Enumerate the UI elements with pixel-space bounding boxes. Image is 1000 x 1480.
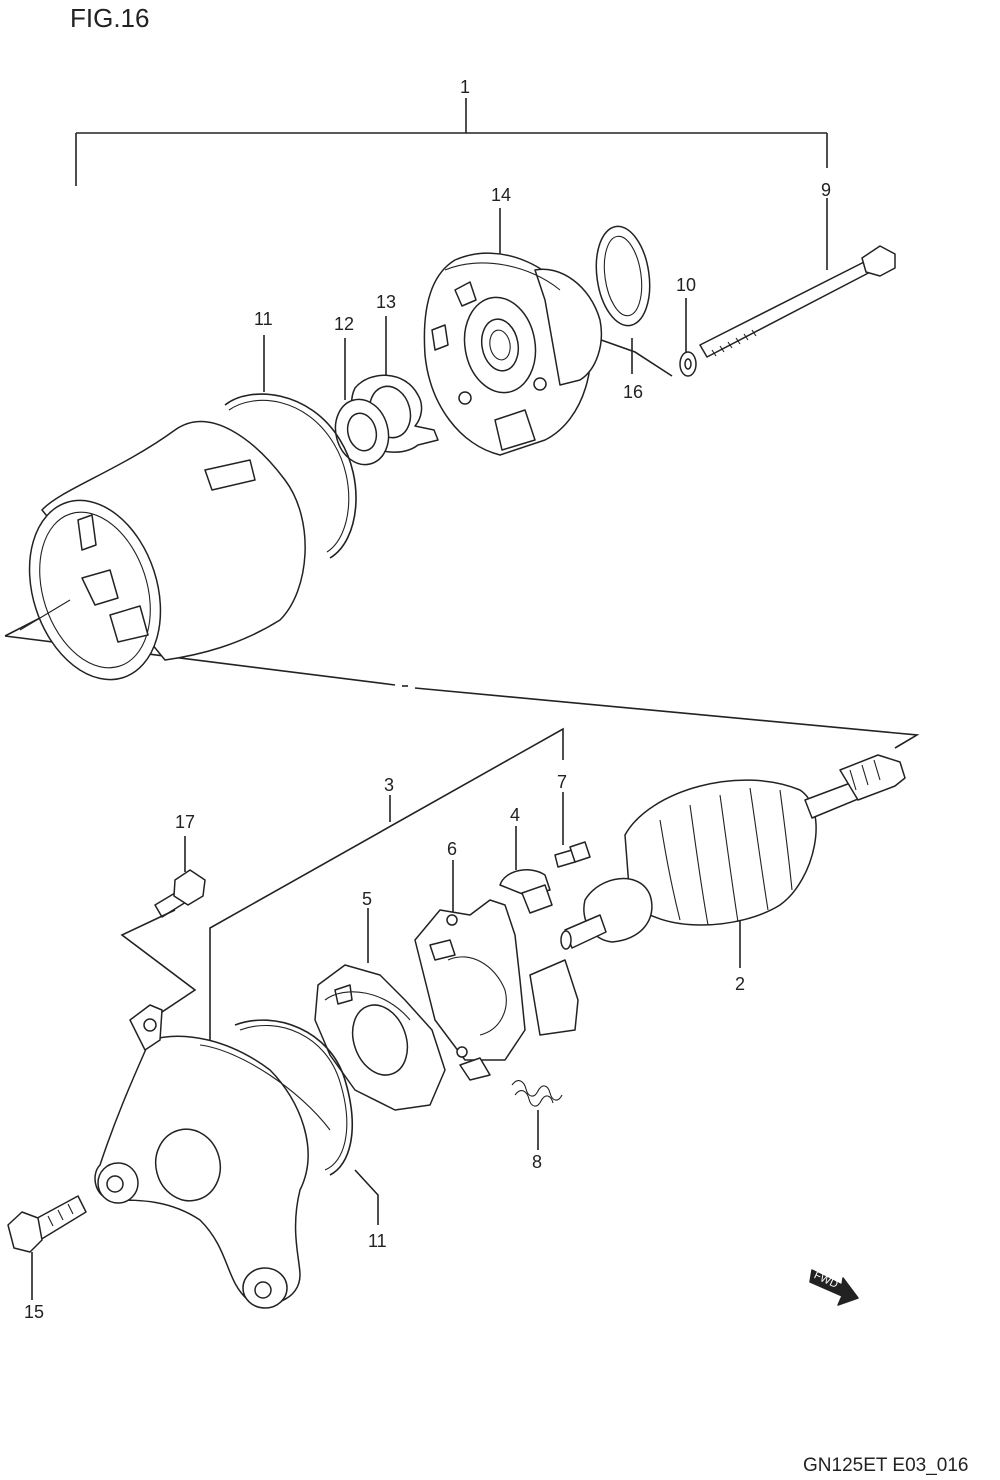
assembly-bracket: [75, 98, 828, 186]
screw-17: [120, 836, 206, 1021]
callout-8: 8: [532, 1152, 542, 1172]
callout-9: 9: [821, 180, 831, 200]
callout-5: 5: [362, 889, 372, 909]
callout-10: 10: [676, 275, 696, 295]
figure-code: GN125ET E03_016: [803, 1455, 969, 1476]
yoke-case: [19, 420, 306, 681]
bolt-15: [7, 1195, 87, 1300]
o-ring-16: [589, 225, 673, 377]
bolt-long: [699, 198, 896, 358]
callout-3: 3: [384, 775, 394, 795]
brush-4: [499, 826, 553, 914]
screw-7: [554, 792, 591, 868]
callout-11-bottom: 11: [368, 1231, 387, 1251]
callout-11-top: 11: [254, 309, 273, 329]
callout-14: 14: [491, 185, 511, 205]
housing-end-bracket: [209, 727, 564, 1040]
callout-1: 1: [460, 77, 470, 97]
callout-7: 7: [557, 772, 567, 792]
callout-13: 13: [376, 292, 396, 312]
callout-12: 12: [334, 314, 354, 334]
figure-title: FIG.16: [70, 3, 149, 33]
callout-2: 2: [735, 974, 745, 994]
brush-holder-6: [414, 860, 579, 1081]
washer-10: [679, 298, 697, 377]
spring-8: [511, 1080, 563, 1150]
housing-end-cover-14: [423, 208, 603, 456]
callout-6: 6: [447, 839, 457, 859]
callout-16: 16: [623, 382, 643, 402]
callout-4: 4: [510, 805, 520, 825]
callout-17: 17: [175, 812, 195, 832]
armature-2: [560, 754, 906, 968]
fwd-arrow-icon: FWD: [809, 1269, 859, 1306]
callout-15: 15: [24, 1302, 44, 1322]
plate-5: [314, 908, 446, 1111]
o-ring-11-top: [224, 335, 357, 559]
o-ring-11-bottom: [234, 1019, 379, 1225]
washer-12: [334, 338, 390, 466]
housing-end-casting: [94, 1004, 331, 1309]
